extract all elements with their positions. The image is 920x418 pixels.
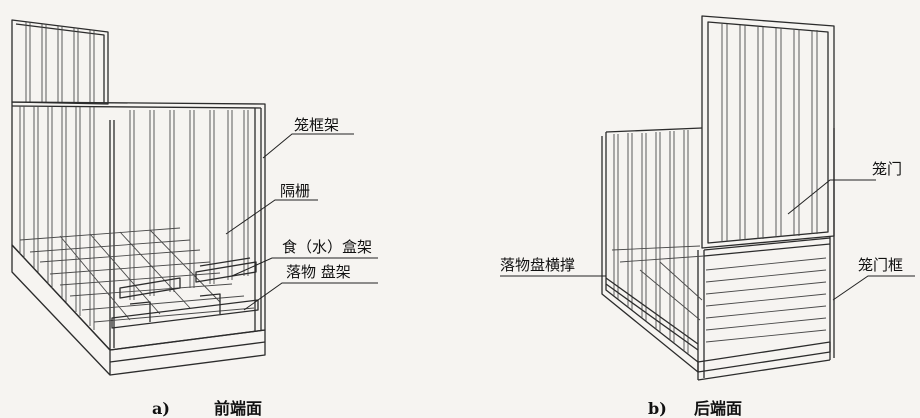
- label-food-water-tray-rack: 食（水）盒架: [282, 238, 372, 256]
- label-partition-bars: 隔栅: [280, 182, 310, 200]
- cage-a-food-tray-rack: [119, 257, 257, 299]
- cage-a-side-bars: [19, 106, 95, 330]
- label-cage-door: 笼门: [872, 160, 902, 178]
- cage-b-leaders: [500, 179, 915, 301]
- label-door-frame: 笼门框: [858, 256, 903, 274]
- caption-a-title: 前端面: [214, 399, 262, 418]
- cage-b-drawing: [601, 15, 835, 381]
- cage-a-dropping-tray-rack: [111, 293, 259, 329]
- cage-a-top-extension: [11, 19, 109, 105]
- cage-b-side-bars: [613, 130, 689, 354]
- label-cage-frame: 笼框架: [294, 116, 339, 134]
- cage-a-leaders: [225, 133, 378, 311]
- caption-b-letter: b): [648, 399, 667, 418]
- cage-b-door-panel: [701, 15, 835, 249]
- cage-a-top-bars: [25, 22, 95, 103]
- label-dropping-tray-rack: 落物 盘架: [286, 263, 351, 281]
- cage-a-main-box: [11, 101, 266, 376]
- cage-b-main-box: [601, 127, 835, 381]
- cage-b-dropping-tray-crossbar: [605, 277, 699, 351]
- cage-a-drawing: [11, 19, 266, 376]
- cage-a-partition-bars: [129, 110, 249, 300]
- cage-b-floor-grid: [611, 245, 827, 343]
- caption-a-letter: a): [152, 399, 170, 418]
- label-dropping-tray-crossbar: 落物盘横撑: [500, 256, 575, 274]
- cage-a-floor-grid: [19, 227, 255, 323]
- caption-b-title: 后端面: [694, 399, 742, 418]
- cage-b-door-bars: [721, 24, 818, 242]
